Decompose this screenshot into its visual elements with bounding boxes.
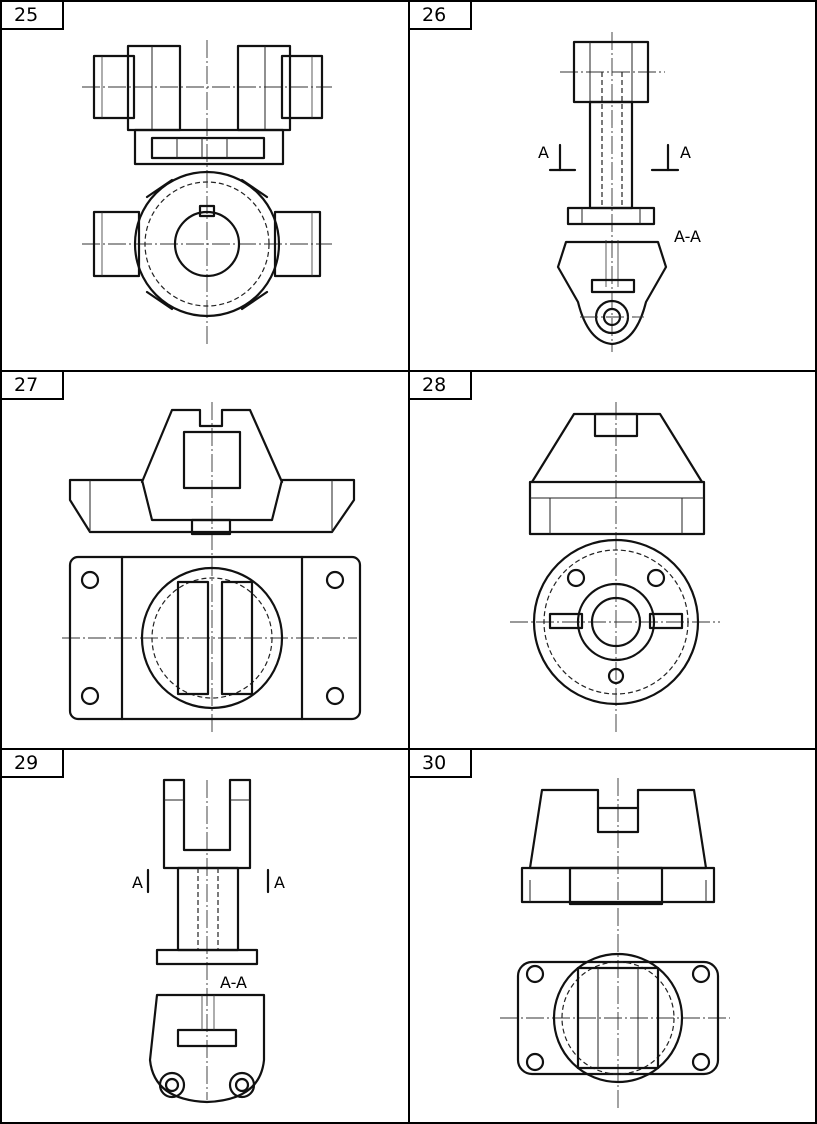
panel-number: 27 bbox=[2, 372, 64, 400]
panel-25: 25 bbox=[0, 0, 410, 372]
drawing-25 bbox=[82, 40, 332, 347]
drawing-30 bbox=[500, 778, 730, 1110]
section-view-label: A-A bbox=[674, 227, 701, 246]
section-view-label: A-A bbox=[220, 973, 247, 992]
panel-27: 27 bbox=[0, 370, 410, 750]
section-marker-right: A bbox=[680, 143, 691, 162]
section-marker-left: A bbox=[132, 873, 143, 892]
panel-number: 28 bbox=[410, 372, 472, 400]
drawing-26: A A A-A bbox=[538, 32, 701, 352]
panel-number: 25 bbox=[2, 2, 64, 30]
panel-28: 28 bbox=[408, 370, 817, 750]
panel-29: 29 A A A-A bbox=[0, 748, 410, 1124]
panel-number: 29 bbox=[2, 750, 64, 778]
panel-number: 26 bbox=[410, 2, 472, 30]
panel-number: 30 bbox=[410, 750, 472, 778]
panel-26: 26 A A A-A bbox=[408, 0, 817, 372]
drawing-28 bbox=[510, 402, 720, 732]
drawing-27 bbox=[62, 402, 362, 732]
section-marker-right: A bbox=[274, 873, 285, 892]
section-marker-left: A bbox=[538, 143, 549, 162]
panel-30: 30 bbox=[408, 748, 817, 1124]
drawing-29: A A A-A bbox=[132, 778, 285, 1104]
